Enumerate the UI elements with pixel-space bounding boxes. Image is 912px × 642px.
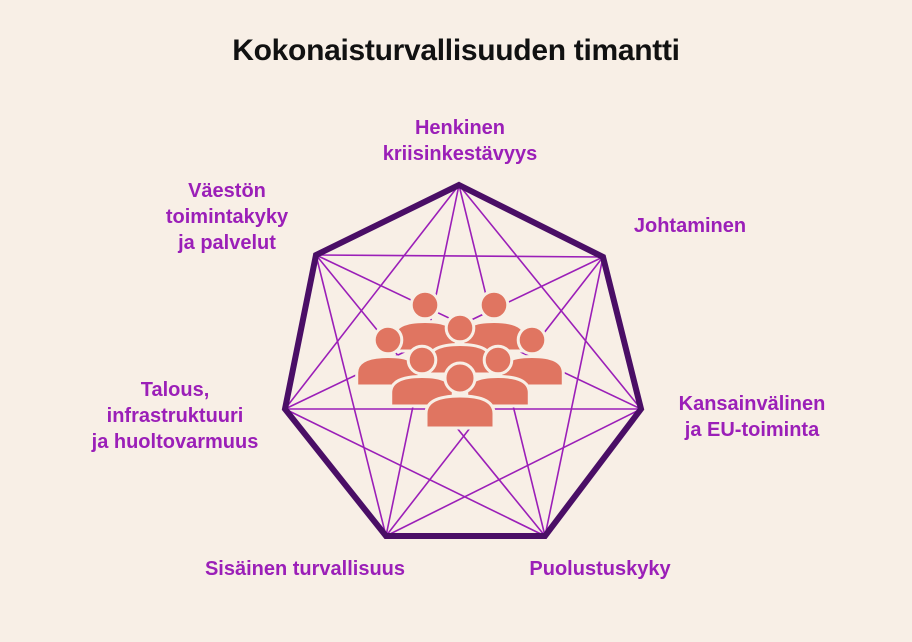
label-henkinen-kriisinkestavyys: Henkinen kriisinkestävyys (382, 117, 538, 165)
label-talous: Talous, infrastruktuuri ja huoltovarmuus (91, 379, 259, 453)
connector-line (284, 408, 546, 537)
diagram-title: Kokonaisturvallisuuden timantti (232, 34, 680, 67)
connector-line (458, 184, 642, 410)
heptagon-outline (281, 181, 645, 539)
person-icon (427, 312, 493, 376)
people-group-icon (355, 289, 565, 430)
connector-line (544, 256, 604, 537)
label-sisainen-turvallisuus: Sisäinen turvallisuus (204, 558, 406, 580)
person-icon (424, 361, 496, 430)
label-johtaminen: Johtaminen (633, 215, 747, 237)
label-kansainvalinen: Kansainvälinen ja EU-toiminta (678, 393, 826, 441)
connector-line (385, 408, 642, 537)
label-puolustuskyky: Puolustuskyky (529, 558, 671, 580)
connector-line (315, 254, 604, 258)
person-icon (392, 289, 458, 353)
connector-line (315, 254, 387, 537)
label-vaeston-toimintakyky: Väestön toimintakyky ja palvelut (165, 180, 289, 254)
connector-line (284, 184, 460, 410)
